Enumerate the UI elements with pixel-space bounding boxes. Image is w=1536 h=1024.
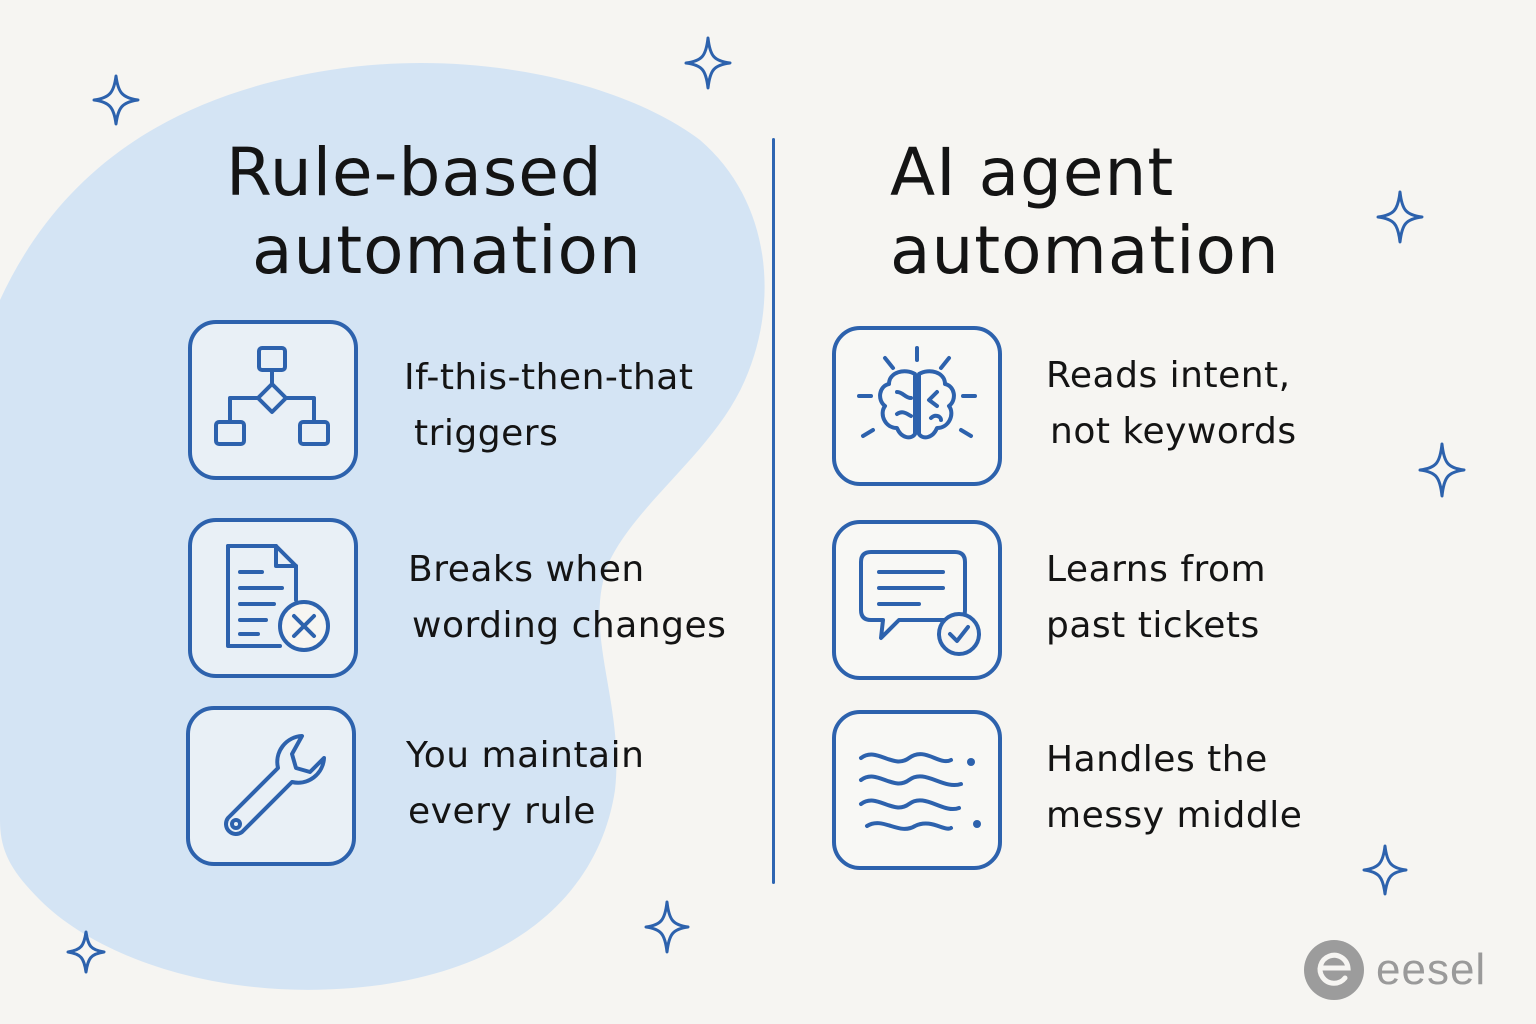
- right-title-line1: AI agent: [890, 134, 1175, 211]
- left-item-2-line2: wording changes: [412, 605, 727, 646]
- right-item-2-line1: Learns from: [1046, 549, 1267, 590]
- right-item-1-text: Reads intent, not keywords: [1046, 348, 1297, 460]
- waves-icon: [859, 752, 981, 831]
- left-title-line2: automation: [252, 212, 642, 289]
- left-item-3-line2: every rule: [408, 791, 596, 832]
- eesel-logo: eesel: [1304, 940, 1486, 1000]
- sparkle-icon: [1418, 442, 1466, 498]
- wrench-icon: [224, 734, 326, 836]
- right-title-line2: automation: [890, 212, 1280, 289]
- right-item-1-line2: not keywords: [1050, 411, 1297, 452]
- sparkle-icon: [1362, 844, 1408, 896]
- eesel-logo-text: eesel: [1376, 945, 1487, 994]
- sparkle-icon: [1376, 190, 1424, 244]
- right-item-2-line2: past tickets: [1046, 605, 1260, 646]
- left-item-2-text: Breaks when wording changes: [408, 542, 726, 654]
- right-item-3-text: Handles the messy middle: [1046, 732, 1302, 844]
- right-title: AI agent automation: [890, 134, 1280, 290]
- chat-check-icon: [859, 550, 981, 656]
- document-error-icon: [226, 544, 330, 652]
- wrench-icon-box: [186, 706, 356, 866]
- right-item-1-line1: Reads intent,: [1046, 355, 1291, 396]
- left-title: Rule-based automation: [226, 134, 642, 290]
- left-item-1-text: If-this-then-that triggers: [404, 350, 694, 462]
- sparkle-icon: [66, 930, 106, 974]
- brain-icon: [857, 346, 977, 440]
- document-error-icon-box: [188, 518, 358, 678]
- waves-icon-box: [832, 710, 1002, 870]
- left-item-1-line1: If-this-then-that: [404, 357, 694, 398]
- left-title-line1: Rule-based: [226, 134, 603, 211]
- right-item-3-line1: Handles the: [1046, 739, 1268, 780]
- eesel-logo-mark: [1304, 940, 1364, 1000]
- left-item-1-line2: triggers: [414, 413, 559, 454]
- right-item-3-line2: messy middle: [1046, 795, 1303, 836]
- sparkle-icon: [644, 900, 690, 954]
- sparkle-icon: [684, 36, 732, 90]
- right-item-2-text: Learns from past tickets: [1046, 542, 1266, 654]
- left-item-3-text: You maintain every rule: [406, 728, 644, 840]
- chat-check-icon-box: [832, 520, 1002, 680]
- sparkle-icon: [92, 74, 140, 126]
- left-item-2-line1: Breaks when: [408, 549, 645, 590]
- eesel-e-icon: [1317, 952, 1351, 986]
- left-item-3-line1: You maintain: [406, 735, 645, 776]
- brain-icon-box: [832, 326, 1002, 486]
- flowchart-icon: [214, 346, 330, 446]
- column-divider: [772, 138, 775, 884]
- flowchart-icon-box: [188, 320, 358, 480]
